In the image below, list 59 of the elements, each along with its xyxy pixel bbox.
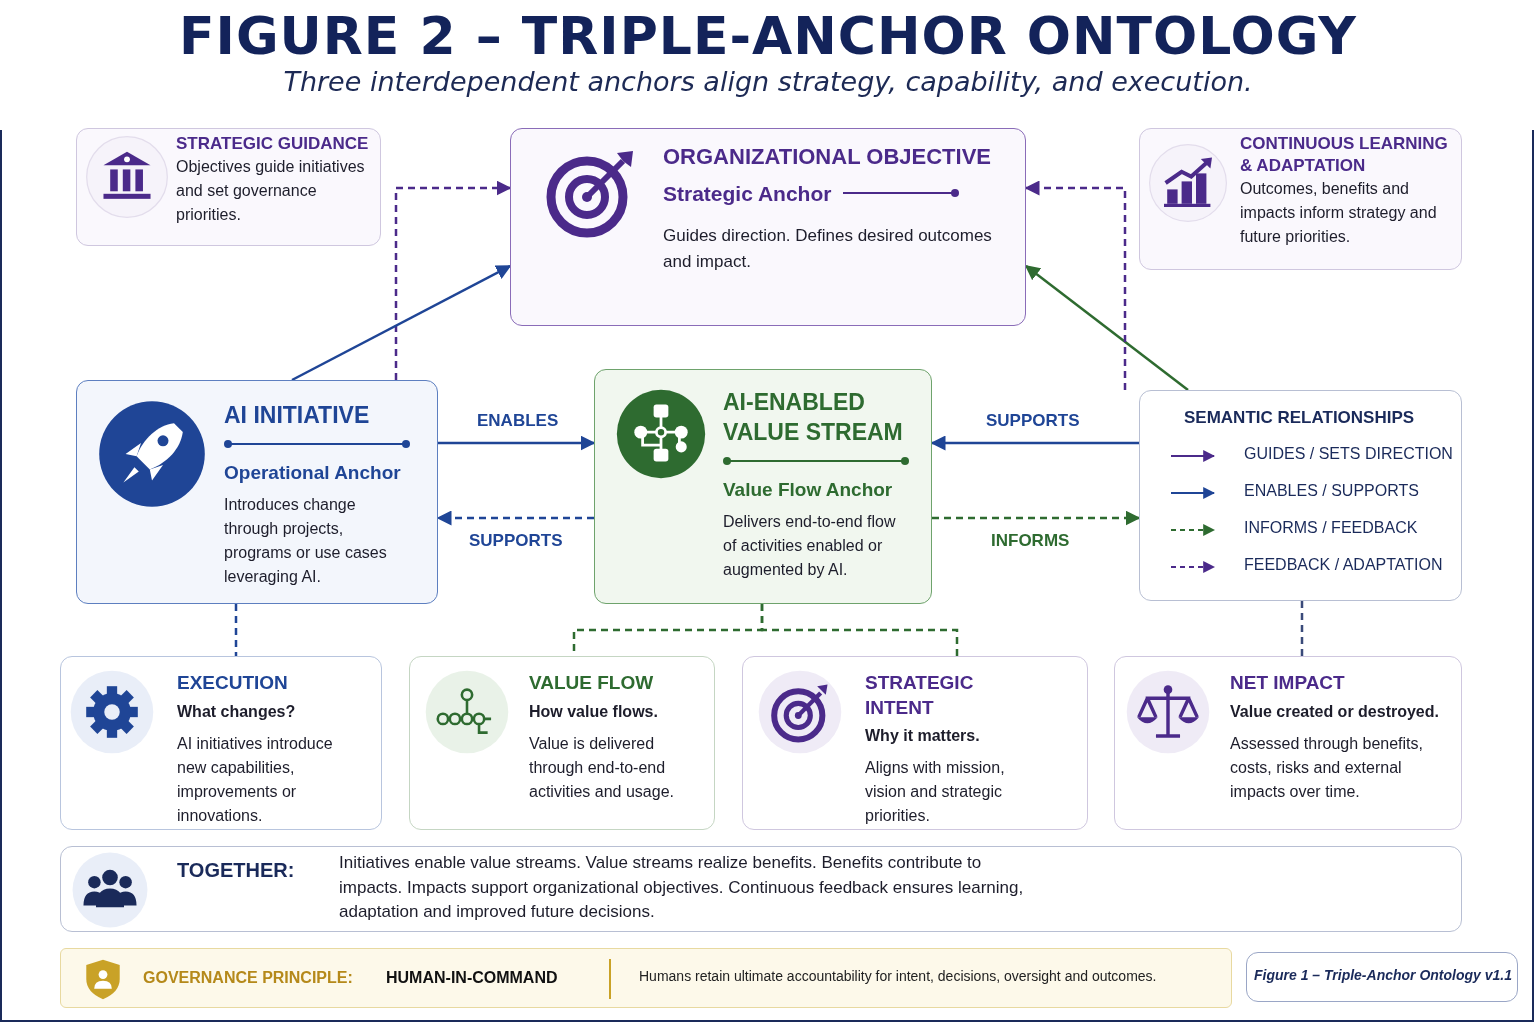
- card: [76, 380, 438, 604]
- node-text: Aligns with mission, vision and strategic priorities.: [865, 758, 1006, 827]
- card: [76, 128, 381, 246]
- summary-text: Initiatives enable value streams. Value streams realize benefits. Benefits contribute to impacts. Impacts support organizational objectives. Continuous feedback ensures learning, adaptation and improved future decisions.: [339, 852, 1025, 924]
- arrow: [438, 435, 596, 451]
- card: [409, 656, 715, 830]
- node-text: Assessed through benefits, costs, risks and external impacts over time.: [1230, 733, 1424, 802]
- node-text: AI initiatives introduce new capabilities, improvements or innovations.: [177, 733, 334, 826]
- card: [1114, 656, 1462, 830]
- title: FIGURE 2 – TRIPLE-ANCHOR ONTOLOGY: [179, 8, 1357, 66]
- node-title: STRATEGIC INTENT: [865, 671, 975, 720]
- arrow: [291, 264, 512, 382]
- dashed-arrow: [1024, 180, 1127, 390]
- arrow: [930, 435, 1139, 451]
- node-text: Guides direction. Defines desired outcomes and impact.: [663, 225, 993, 273]
- legend-label: INFORMS / FEEDBACK: [1244, 519, 1418, 537]
- card: [1246, 952, 1518, 1002]
- card: [594, 369, 932, 604]
- principle-value: HUMAN-IN-COMMAND: [386, 968, 559, 988]
- arrow: [1024, 265, 1189, 391]
- dashed-arrow: [932, 510, 1141, 526]
- card: [742, 656, 1088, 830]
- node-text: Introduces change through projects, programs or use cases leveraging AI.: [224, 495, 388, 588]
- card: [60, 846, 1462, 932]
- node-question: What changes?: [177, 701, 297, 722]
- node-subtitle: Value Flow Anchor: [723, 477, 894, 502]
- dashed-arrow: [394, 180, 512, 380]
- node-title: TOGETHER:: [177, 858, 296, 883]
- node-text: Value is delivered through end-to-end activities and usage.: [529, 733, 675, 802]
- node-title: ORGANIZATIONAL OBJECTIVE: [663, 143, 992, 171]
- card: [1139, 128, 1462, 270]
- node-title: AI INITIATIVE: [224, 401, 371, 430]
- node-title: NET IMPACT: [1230, 671, 1346, 695]
- card: [1139, 390, 1462, 601]
- card: [60, 948, 1232, 1008]
- node-title: AI-ENABLED VALUE STREAM: [723, 388, 904, 447]
- node-text: Delivers end-to-end flow of activities enabled or augmented by AI.: [723, 512, 897, 581]
- node-title: CONTINUOUS LEARNING & ADAPTATION: [1240, 133, 1449, 178]
- node-title: EXECUTION: [177, 671, 289, 695]
- legend-label: ENABLES / SUPPORTS: [1244, 482, 1419, 500]
- node-text: Objectives guide initiatives and set governance priorities.: [176, 157, 366, 226]
- node-question: Why it matters.: [865, 726, 981, 747]
- node-subtitle: Strategic Anchor: [663, 180, 832, 207]
- figure-caption: Figure 1 – Triple-Anchor Ontology v1.1: [1253, 966, 1513, 985]
- principle-text: Humans retain ultimate accountability for intent, decisions, oversight and outcomes.: [639, 967, 1158, 986]
- node-title: STRATEGIC GUIDANCE: [176, 133, 370, 155]
- node-subtitle: Operational Anchor: [224, 460, 402, 485]
- node-question: How value flows.: [529, 701, 659, 722]
- node-text: Outcomes, benefits and impacts inform strategy and future priorities.: [1240, 179, 1438, 248]
- dashed-arrow: [436, 510, 594, 526]
- card: [510, 128, 1026, 326]
- card: [60, 656, 382, 830]
- node-title: SEMANTIC RELATIONSHIPS: [1184, 407, 1416, 429]
- legend-label: FEEDBACK / ADAPTATION: [1244, 556, 1443, 574]
- node-title: VALUE FLOW: [529, 671, 655, 695]
- subtitle: Three interdependent anchors align strategy, capability, and execution.: [283, 66, 1253, 97]
- node-question: Value created or destroyed.: [1230, 701, 1440, 722]
- legend-label: GUIDES / SETS DIRECTION: [1244, 445, 1453, 463]
- principle-label: GOVERNANCE PRINCIPLE:: [143, 968, 354, 988]
